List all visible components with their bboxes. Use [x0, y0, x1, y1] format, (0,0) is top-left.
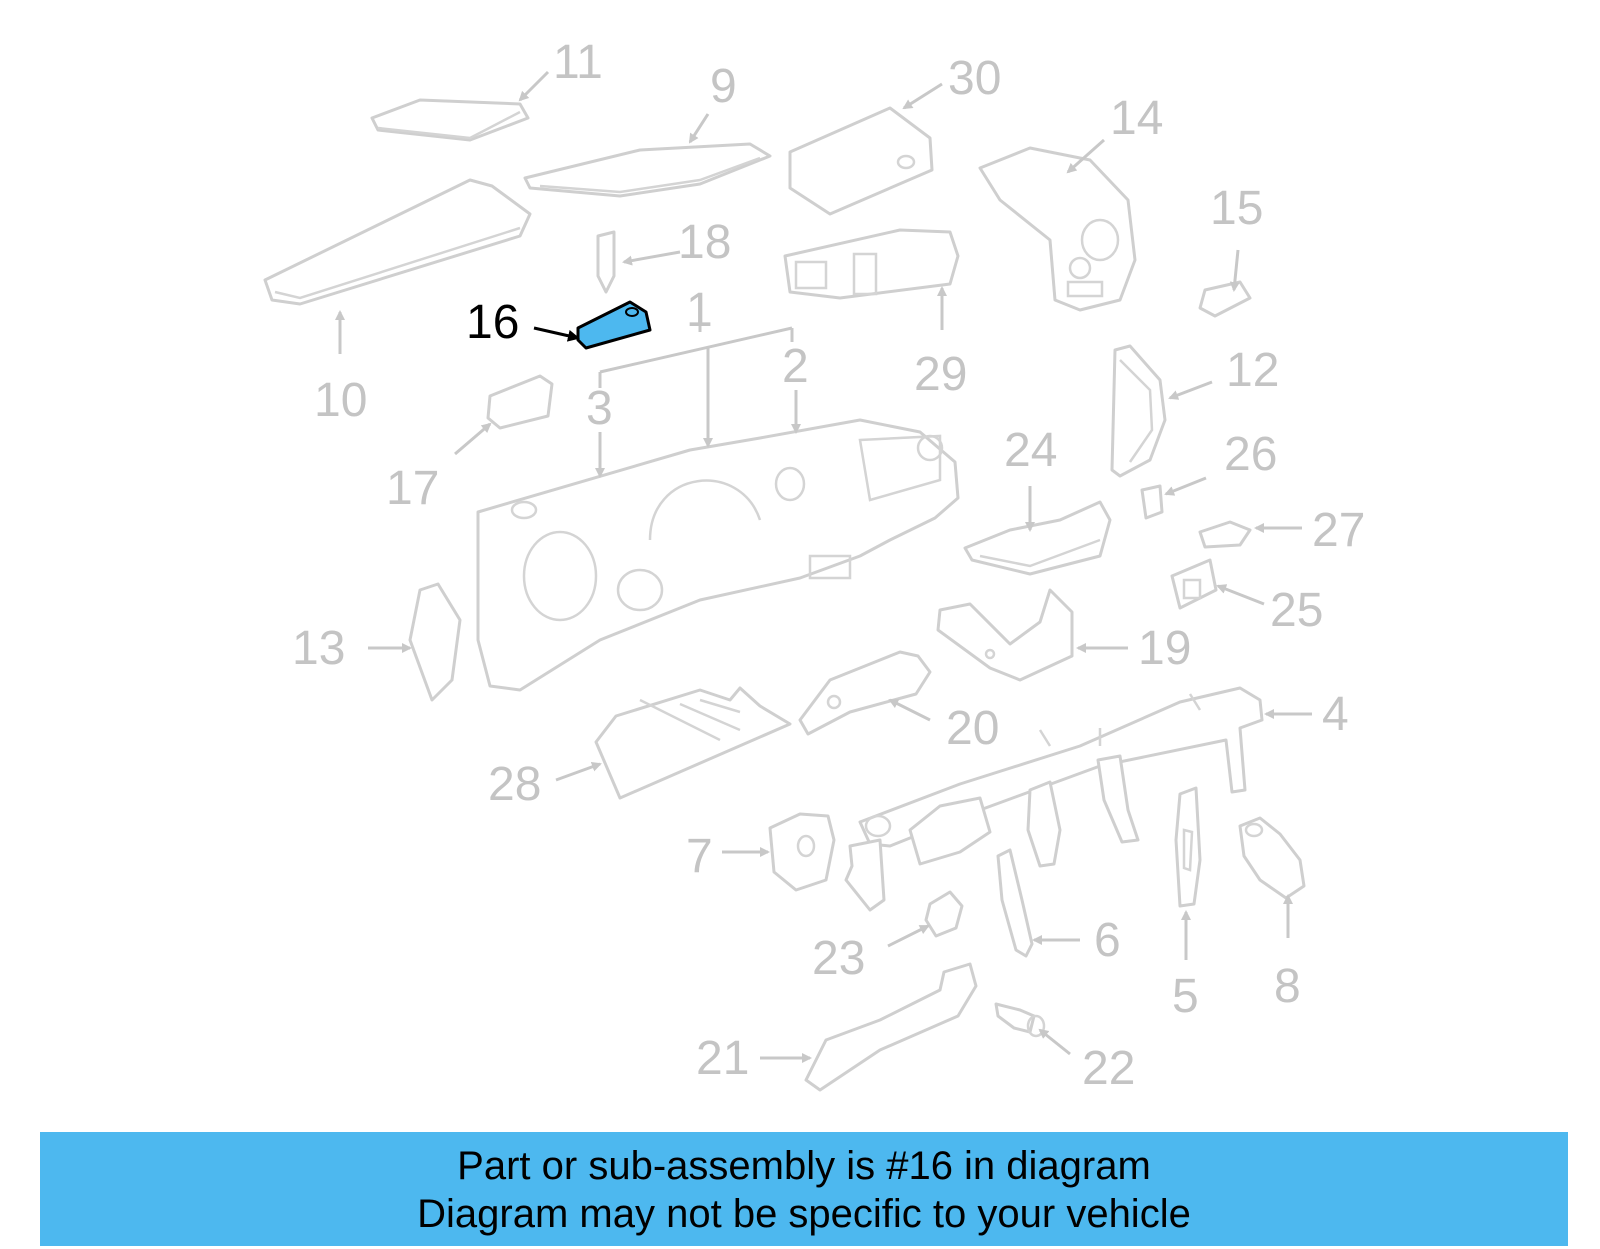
part-30 — [788, 106, 934, 216]
callout-6: 6 — [1094, 914, 1121, 967]
callout-24: 24 — [1004, 424, 1057, 477]
part-10 — [263, 178, 532, 306]
part-19 — [936, 588, 1074, 682]
part-21 — [804, 962, 978, 1092]
part-dash-assembly — [476, 418, 960, 692]
callout-15: 15 — [1210, 182, 1263, 235]
callout-5: 5 — [1172, 970, 1199, 1023]
callout-22: 22 — [1082, 1042, 1135, 1095]
callout-10: 10 — [314, 374, 367, 427]
part-25 — [1170, 558, 1218, 610]
callout-4: 4 — [1322, 688, 1349, 741]
part-18 — [596, 230, 616, 294]
part-15 — [1198, 280, 1252, 318]
part-12 — [1110, 344, 1167, 478]
callout-20: 20 — [946, 702, 999, 755]
callout-3: 3 — [586, 382, 613, 435]
callout-17: 17 — [386, 462, 439, 515]
part-22 — [994, 1002, 1046, 1038]
callout-1: 1 — [686, 284, 713, 337]
callout-labels: 11 9 30 14 15 18 1 2 3 10 29 12 26 24 17… — [292, 36, 1365, 1095]
part-13 — [408, 582, 462, 702]
callout-9: 9 — [710, 60, 737, 113]
callout-8: 8 — [1274, 960, 1301, 1013]
part-8 — [1238, 816, 1306, 900]
part-16 — [576, 300, 652, 350]
part-14 — [978, 146, 1137, 312]
callout-21: 21 — [696, 1032, 749, 1085]
part-29 — [783, 228, 960, 300]
parts-diagram: 11 9 30 14 15 18 1 2 3 10 29 12 26 24 17… — [263, 36, 1365, 1095]
callout-30: 30 — [948, 52, 1001, 105]
diagram-svg: 11 9 30 14 15 18 1 2 3 10 29 12 26 24 17… — [263, 36, 1365, 1095]
callout-16: 16 — [466, 296, 519, 349]
callout-14: 14 — [1110, 92, 1163, 145]
part-23 — [924, 890, 964, 938]
callout-11: 11 — [553, 36, 603, 89]
callout-29: 29 — [914, 348, 967, 401]
part-26 — [1140, 484, 1164, 520]
leader-lines — [335, 70, 1312, 1063]
caption-bar: Part or sub-assembly is #16 in diagram D… — [40, 1132, 1568, 1246]
callout-26: 26 — [1224, 428, 1277, 481]
part-brackets — [844, 754, 1140, 912]
callout-12: 12 — [1226, 344, 1279, 397]
callout-25: 25 — [1270, 584, 1323, 637]
callout-18: 18 — [678, 216, 731, 269]
part-11 — [370, 98, 530, 142]
caption-line-1: Part or sub-assembly is #16 in diagram — [457, 1144, 1151, 1188]
callout-19: 19 — [1138, 622, 1191, 675]
part-24 — [963, 500, 1112, 576]
part-6 — [996, 848, 1034, 958]
part-9 — [523, 142, 772, 198]
part-20 — [798, 650, 932, 736]
part-5 — [1174, 786, 1202, 908]
callout-27: 27 — [1312, 504, 1365, 557]
callout-2: 2 — [782, 340, 809, 393]
part-28 — [594, 686, 792, 800]
part-7 — [768, 812, 836, 892]
caption-line-2: Diagram may not be specific to your vehi… — [417, 1192, 1191, 1236]
callout-13: 13 — [292, 622, 345, 675]
callout-23: 23 — [812, 932, 865, 985]
callout-28: 28 — [488, 758, 541, 811]
callout-7: 7 — [686, 830, 713, 883]
part-27 — [1198, 520, 1252, 549]
part-17 — [486, 374, 554, 430]
